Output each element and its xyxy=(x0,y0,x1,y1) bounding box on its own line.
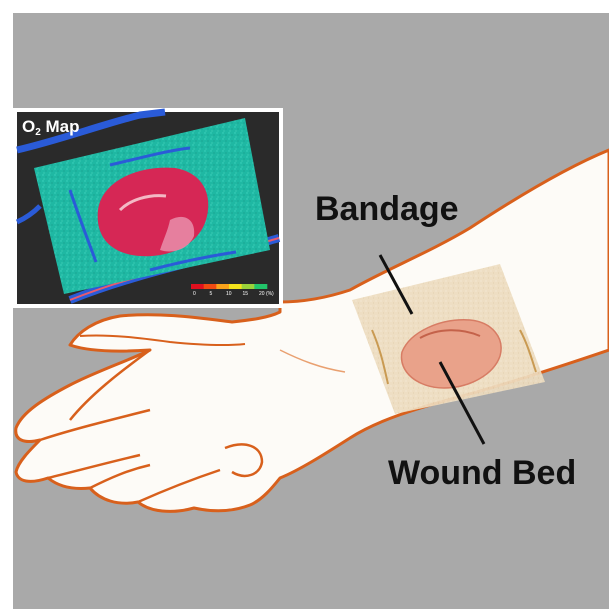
scale-tick-label: 20 (%) xyxy=(259,291,274,297)
scale-segment xyxy=(229,284,242,289)
wound-bed-label: Wound Bed xyxy=(388,454,576,492)
inset-title-main: O xyxy=(22,117,35,136)
scale-segment xyxy=(216,284,229,289)
scale-tick-label: 15 xyxy=(243,291,249,297)
bandage-label: Bandage xyxy=(315,190,459,228)
scale-segment xyxy=(191,284,204,289)
scale-segment xyxy=(242,284,255,289)
scale-tick-label: 10 xyxy=(226,291,232,297)
scale-segment xyxy=(204,284,217,289)
inset-title: O2 Map xyxy=(22,117,80,138)
inset-title-rest: Map xyxy=(41,117,80,136)
scale-tick-label: 0 xyxy=(193,291,196,297)
scale-segment xyxy=(254,284,267,289)
o2-map-inset: O2 Map 0 5 10 15 20 (%) xyxy=(13,108,283,308)
scale-tick-label: 5 xyxy=(210,291,213,297)
